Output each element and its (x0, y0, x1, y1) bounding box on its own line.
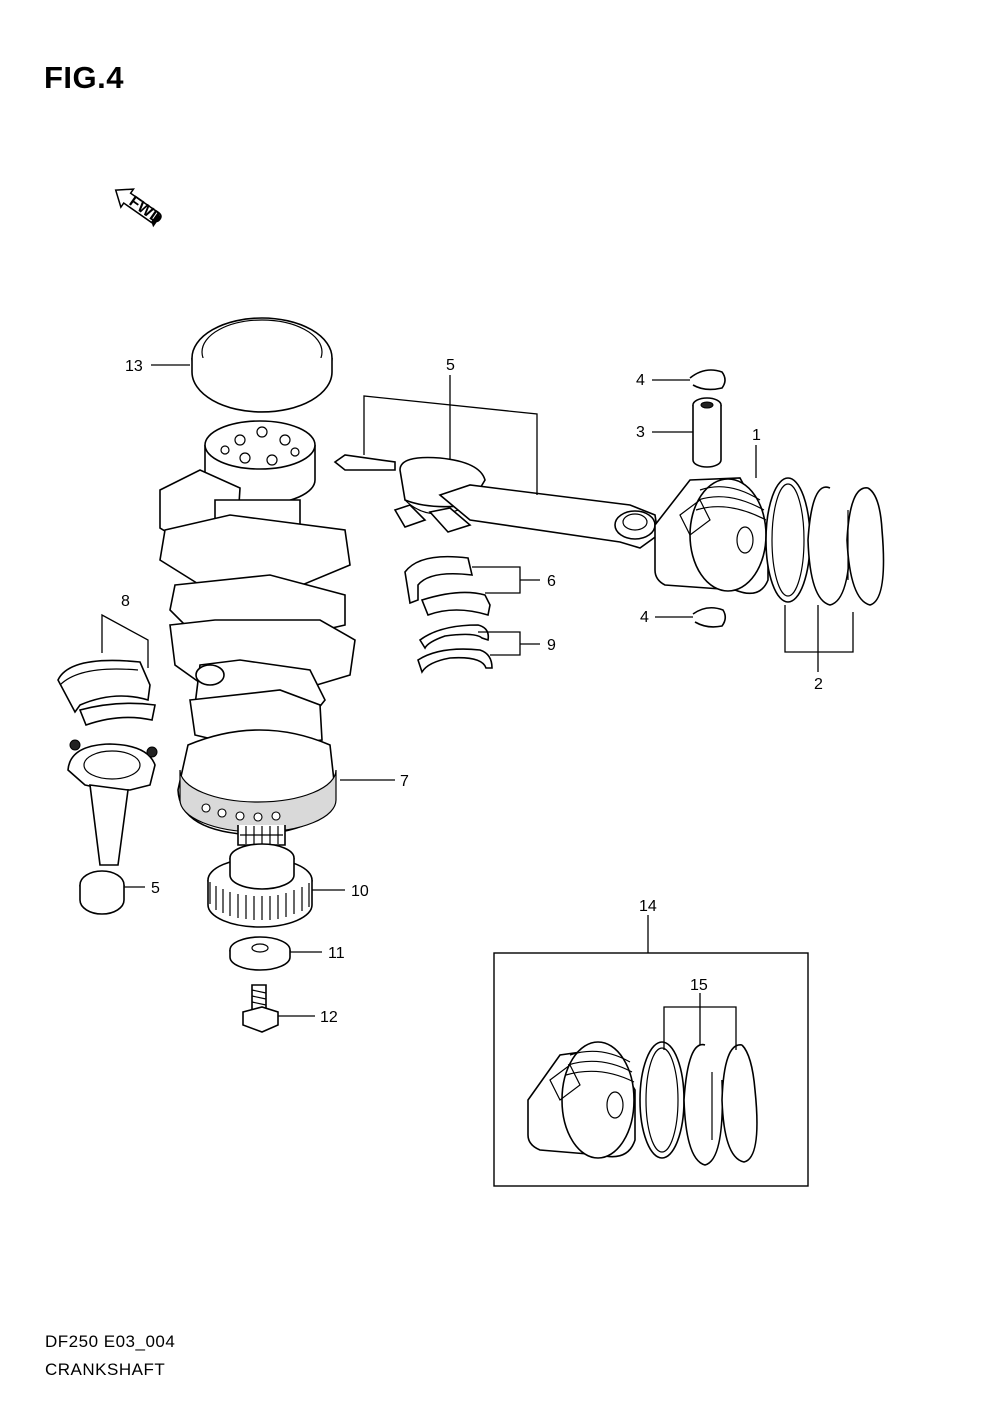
fwd-arrow-icon: FWD (114, 188, 166, 228)
circlip-lower (692, 606, 727, 628)
callout-8-bracket (101, 613, 149, 668)
piston (654, 477, 769, 595)
callout-4-upper: 4 (636, 372, 645, 389)
piston-set-box (493, 952, 809, 1187)
thrust-washers (417, 624, 493, 674)
callout-13: 13 (125, 358, 143, 375)
diagram-code: DF250 E03_004 (45, 1332, 176, 1351)
callout-7: 7 (400, 773, 409, 790)
callout-3: 3 (636, 424, 645, 441)
callout-11: 11 (328, 945, 345, 962)
callout-12: 12 (320, 1009, 338, 1026)
gear-bolt (242, 984, 279, 1033)
leader-lines (124, 364, 757, 1017)
callout-2: 2 (814, 676, 823, 693)
fwd-label: FWD (126, 193, 166, 228)
diagram-name: CRANKSHAFT (45, 1360, 166, 1379)
crank-gear (207, 843, 313, 928)
piston-rings (765, 477, 885, 606)
callout-1: 1 (752, 427, 761, 444)
connecting-rod-left (67, 739, 158, 915)
callout-5-top: 5 (446, 357, 455, 374)
oil-seal (191, 317, 333, 413)
circlip-upper (689, 369, 726, 391)
callout-8: 8 (121, 593, 130, 610)
connecting-rod-top (333, 454, 659, 549)
piston-set-rings (639, 1041, 758, 1166)
callout-9: 9 (547, 637, 556, 654)
crank-bearing (404, 555, 491, 617)
piston-set-piston (527, 1041, 636, 1159)
callout-4-lower: 4 (640, 609, 649, 626)
callout-6: 6 (547, 573, 556, 590)
callout-15: 15 (690, 977, 708, 994)
callout-2-bracket (784, 605, 854, 672)
callout-10: 10 (351, 883, 369, 900)
washer (229, 936, 291, 971)
callout-15-bracket (663, 993, 737, 1050)
figure-title: FIG.4 (44, 60, 125, 95)
callout-14: 14 (639, 898, 657, 915)
piston-pin (692, 397, 722, 468)
conrod-bearing-set (57, 659, 156, 727)
callout-5-left: 5 (151, 880, 160, 897)
crankshaft (159, 420, 356, 846)
